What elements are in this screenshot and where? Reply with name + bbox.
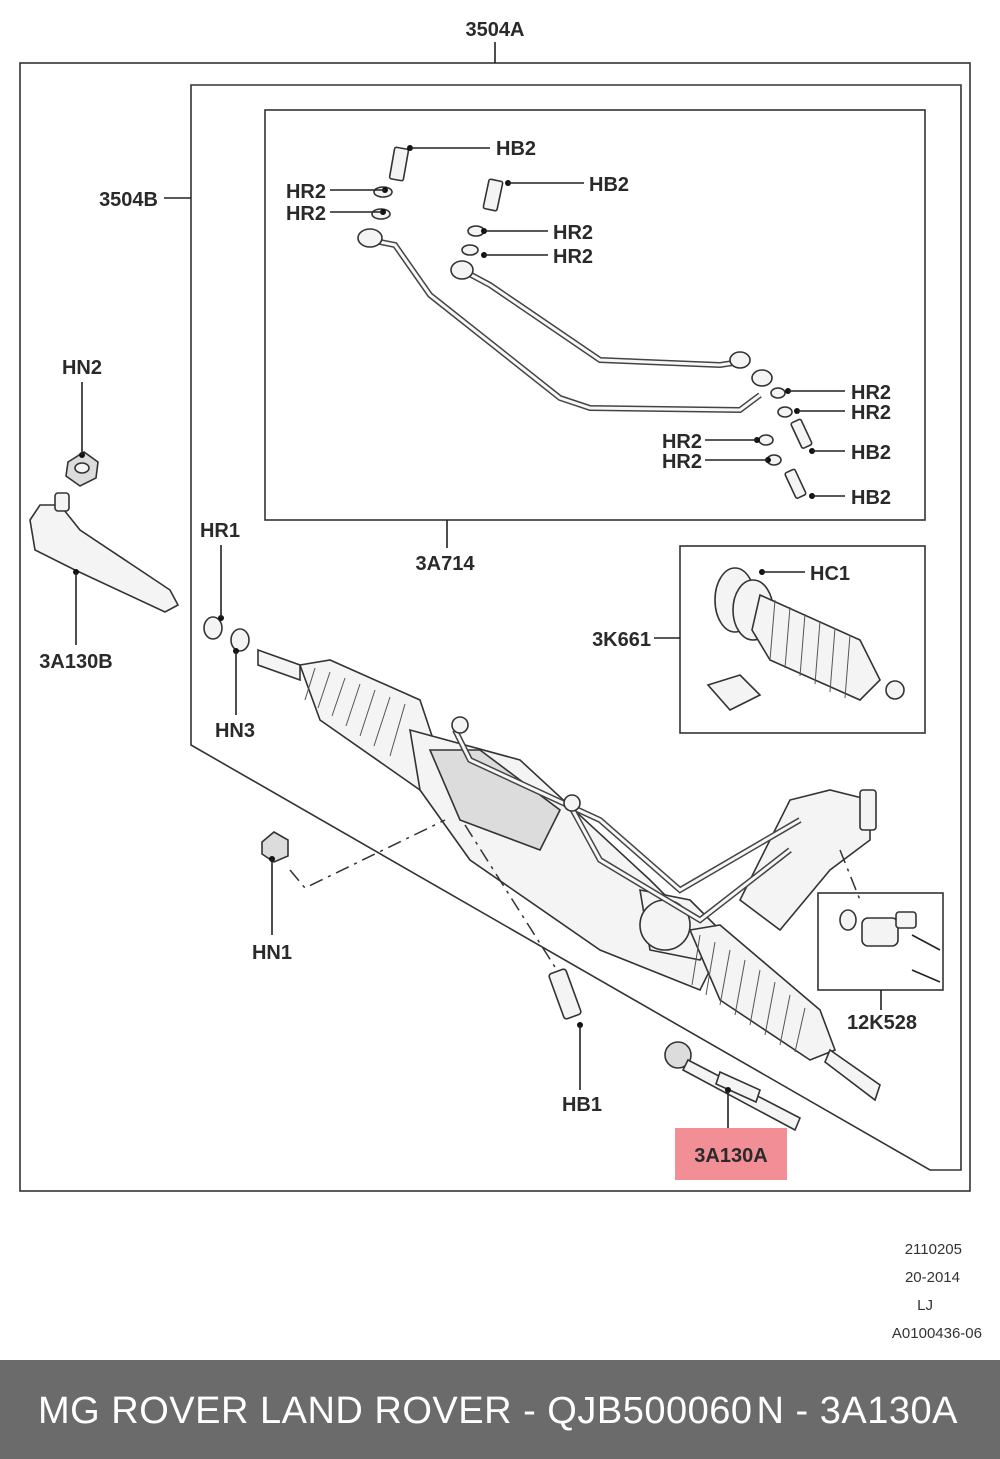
hr1-washer bbox=[203, 616, 223, 640]
label-HC1: HC1 bbox=[810, 563, 850, 585]
inner-tie-rod bbox=[664, 1041, 802, 1132]
label-3A130A: 3A130A bbox=[694, 1145, 767, 1167]
hydraulic-pipes bbox=[357, 146, 813, 499]
label-HR2: HR2 bbox=[662, 431, 702, 453]
label-HR2: HR2 bbox=[662, 451, 702, 473]
hb1-bolt bbox=[548, 968, 582, 1020]
label-HR2: HR2 bbox=[553, 246, 593, 268]
footer-ref-code: N - 3A130A bbox=[756, 1390, 958, 1432]
meta-code-2: 20-2014 bbox=[905, 1269, 960, 1286]
label-12K528: 12K528 bbox=[847, 1012, 917, 1034]
hn3-nut bbox=[230, 628, 250, 652]
label-3A714: 3A714 bbox=[416, 553, 476, 575]
label-HR2: HR2 bbox=[286, 203, 326, 225]
pipes-frame-3A714 bbox=[264, 109, 926, 521]
label-HN3: HN3 bbox=[215, 720, 255, 742]
label-HB1: HB1 bbox=[562, 1094, 602, 1116]
label-HR2: HR2 bbox=[286, 181, 326, 203]
label-HB2: HB2 bbox=[496, 138, 536, 160]
label-HB2: HB2 bbox=[589, 174, 629, 196]
label-HR1: HR1 bbox=[200, 520, 240, 542]
outer-tie-rod-end bbox=[29, 451, 180, 613]
label-HR2: HR2 bbox=[553, 222, 593, 244]
label-HR2: HR2 bbox=[851, 382, 891, 404]
footer-bar: MG ROVER LAND ROVER - QJB500060 N - 3A13… bbox=[0, 1360, 1000, 1459]
hn1-nut bbox=[261, 831, 289, 863]
label-HB2: HB2 bbox=[851, 442, 891, 464]
label-HN2: HN2 bbox=[62, 357, 102, 379]
steering-rack-diagram: 3504A 3504B HN2 3A130B HR1 HN3 3A714 3K6… bbox=[19, 19, 982, 1342]
highlight-3A130A bbox=[675, 1128, 787, 1180]
boot-kit-frame-3K661 bbox=[679, 545, 926, 734]
footer-part-info: MG ROVER LAND ROVER - QJB500060 bbox=[38, 1390, 753, 1432]
label-3K661: 3K661 bbox=[592, 629, 651, 651]
steering-rack-assembly bbox=[257, 648, 881, 1102]
inner-frame-3504B bbox=[190, 84, 962, 1171]
meta-code-4: A0100436-06 bbox=[892, 1325, 982, 1342]
label-HN1: HN1 bbox=[252, 942, 292, 964]
valve-kit bbox=[839, 909, 941, 983]
meta-code-1: 2110205 bbox=[905, 1241, 962, 1258]
label-HB2: HB2 bbox=[851, 487, 891, 509]
label-3A130B: 3A130B bbox=[39, 651, 112, 673]
meta-code-3: LJ bbox=[917, 1297, 933, 1314]
label-3504B: 3504B bbox=[99, 189, 158, 211]
boot-kit bbox=[706, 567, 905, 711]
label-3504A: 3504A bbox=[466, 19, 525, 41]
label-HR2: HR2 bbox=[851, 402, 891, 424]
